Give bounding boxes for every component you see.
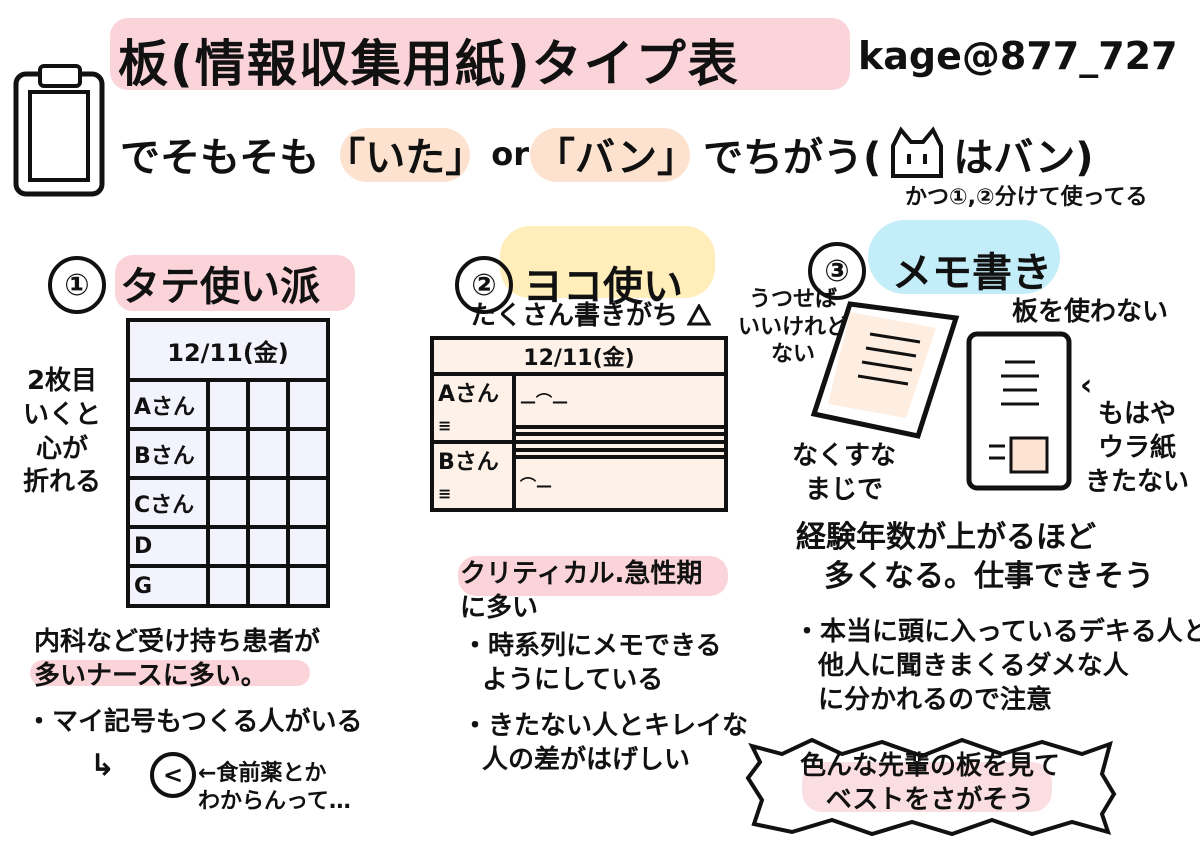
arrow-icon: ↳ <box>90 748 116 783</box>
sec2-row-label: Bさん≡ <box>430 439 516 513</box>
sec3-right-title: 板を使わない <box>1012 297 1169 327</box>
subtitle-note: かつ①,②分けて使ってる <box>905 185 1148 210</box>
side-note-line: いくと <box>22 399 101 430</box>
sec1-label: タテ使い派 <box>120 264 320 310</box>
critical-highlight <box>458 556 728 596</box>
sec2-side-note: うつせば いいけれど ない <box>738 286 848 369</box>
sec2-text-line: クリティカル.急性期 <box>460 559 703 589</box>
sec2-bullet-line: ようにしている <box>482 664 664 695</box>
sec2-number: ② <box>455 256 513 314</box>
author-handle: kage@877_727 <box>858 34 1178 78</box>
callout-line: 色んな先輩の板を見て <box>799 751 1060 781</box>
sec2-highlight <box>500 226 715 298</box>
sec1-row-label: Aさん <box>126 378 210 431</box>
sec2-text-line: に多い <box>460 592 539 623</box>
sec1-row-label: Cさん <box>126 476 210 529</box>
sec1-symbol-note: ←食前薬とか わからんって… <box>198 760 351 815</box>
memo-paper-icon <box>810 301 960 439</box>
sec1-date: 12/11(金) <box>126 318 330 382</box>
nurse-highlight <box>30 660 310 686</box>
sec1-row-label: Bさん <box>126 427 210 480</box>
sec2-bullet-line: ・時系列にメモできる <box>462 631 722 661</box>
side-note-line: 心が <box>35 433 88 464</box>
sec1-text: 内科など受け持ち患者が 多いナースに多い。 <box>34 626 320 694</box>
sec2-text: クリティカル.急性期 に多い <box>460 558 702 626</box>
ban-highlight <box>530 128 690 182</box>
sec1-row-label: G <box>126 564 210 608</box>
side-note-line: 折れる <box>22 467 101 498</box>
back-note-line: もはや <box>1098 399 1177 429</box>
side-note-line: 2枚目 <box>26 366 98 396</box>
sec2-bullet-line: 人の差がはげしい <box>482 744 691 775</box>
side-note-line: いいけれど <box>738 314 849 340</box>
sec3-back-note: もはや ウラ紙 きたない <box>1085 398 1189 499</box>
sec1-number: ① <box>48 256 106 314</box>
sec1-highlight <box>115 255 355 311</box>
sec2-row-b: Bさん <box>438 449 499 475</box>
callout-box-frame <box>745 737 1117 837</box>
pointer-arrow-icon: ‹ <box>1080 368 1093 403</box>
subtitle-or: or <box>491 135 529 173</box>
sec1-text-line: 内科など受け持ち患者が <box>34 627 321 657</box>
sec2-horizontal-sheet: 12/11(金) Aさん≡—⌒— Bさん≡ ⌒— <box>430 336 728 513</box>
sec3-highlight <box>868 220 1060 294</box>
sec2-note-text: たくさん書きがち <box>470 301 679 331</box>
callout-line: ベストをさがそう <box>825 784 1035 815</box>
sec3-bullet-line: に分かれるので注意 <box>818 684 1053 715</box>
callout-box-text: 色んな先輩の板を見て ベストをさがそう <box>742 750 1118 818</box>
subtitle: でそもそも 「いた」 or 「バン」 でちがう( はバン) <box>120 125 1094 183</box>
triangle-icon <box>686 302 712 326</box>
sec3-number: ③ <box>808 242 866 300</box>
page-title: 板(情報収集用紙)タイプ表 <box>118 35 740 93</box>
sec3-lost-note: なくすな まじで <box>792 440 896 508</box>
sec1-vertical-sheet: 12/11(金) Aさん Bさん Cさん D G <box>126 318 331 608</box>
sec3-label: メモ書き <box>892 250 1052 296</box>
subtitle-cat-suffix: はバン) <box>953 135 1094 181</box>
sec2-row-label: Aさん≡ <box>430 372 516 444</box>
cat-face-icon <box>891 126 944 178</box>
sec2-date: 12/11(金) <box>430 336 728 376</box>
back-note-line: ウラ紙 <box>1098 432 1177 463</box>
sec3-bullet-line: 他人に聞きまくるダメな人 <box>818 650 1129 681</box>
lost-note-line: なくすな <box>792 441 897 471</box>
back-note-line: きたない <box>1085 466 1190 497</box>
sec1-bullet: ・マイ記号もつくる人がいる <box>26 707 363 737</box>
subtitle-pre: でそもそも <box>120 135 320 181</box>
folded-paper-icon <box>966 331 1072 491</box>
sec1-row-label: D <box>126 524 210 569</box>
sec2-row-a: Aさん <box>438 382 500 407</box>
subtitle-ban: 「バン」 <box>534 135 697 181</box>
lost-note-line: まじで <box>805 474 884 505</box>
sec3-bullet: ・本当に頭に入っているデキる人と 他人に聞きまくるダメな人 に分かれるので注意 <box>794 616 1200 717</box>
sec3-text: 経験年数が上がるほど 多くなる。仕事できそう <box>796 518 1154 596</box>
sec3-text-line: 多くなる。仕事できそう <box>824 559 1154 594</box>
symbol-note-line: ←食前薬とか <box>198 761 327 786</box>
sec2-bullet-line: ・きたない人とキレイな <box>462 711 749 741</box>
sec2-bullet2: ・きたない人とキレイな 人の差がはげしい <box>462 710 748 778</box>
sec2-bullet1: ・時系列にメモできる ようにしている <box>462 630 721 698</box>
title-highlight <box>110 18 850 90</box>
side-note-line: ない <box>771 342 816 367</box>
subtitle-ita: 「いた」 <box>325 135 486 181</box>
sec2-label: ヨコ使い <box>523 264 683 310</box>
subtitle-post: でちがう( <box>702 135 882 181</box>
clipboard-icon <box>13 64 105 197</box>
sec1-side-note: 2枚目 いくと 心が 折れる <box>12 365 112 500</box>
sec1-text-line: 多いナースに多い。 <box>34 660 267 691</box>
ita-highlight <box>340 128 470 182</box>
sec3-bullet-line: ・本当に頭に入っているデキる人と <box>794 617 1200 647</box>
sec2-note: たくさん書きがち <box>470 300 712 334</box>
custom-symbol: < <box>150 752 196 798</box>
symbol-note-line: わからんって… <box>198 788 351 814</box>
sec3-text-line: 経験年数が上がるほど <box>796 520 1096 555</box>
